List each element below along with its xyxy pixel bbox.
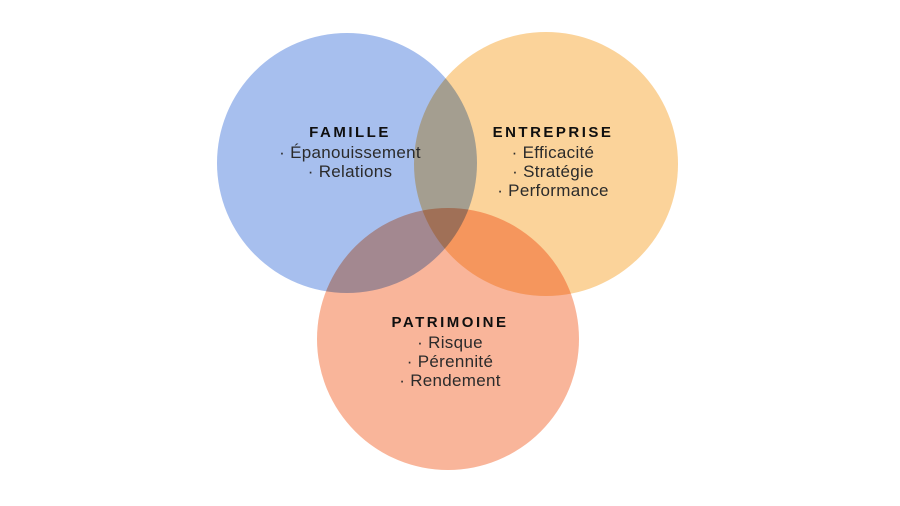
patrimoine-circle xyxy=(317,208,579,470)
